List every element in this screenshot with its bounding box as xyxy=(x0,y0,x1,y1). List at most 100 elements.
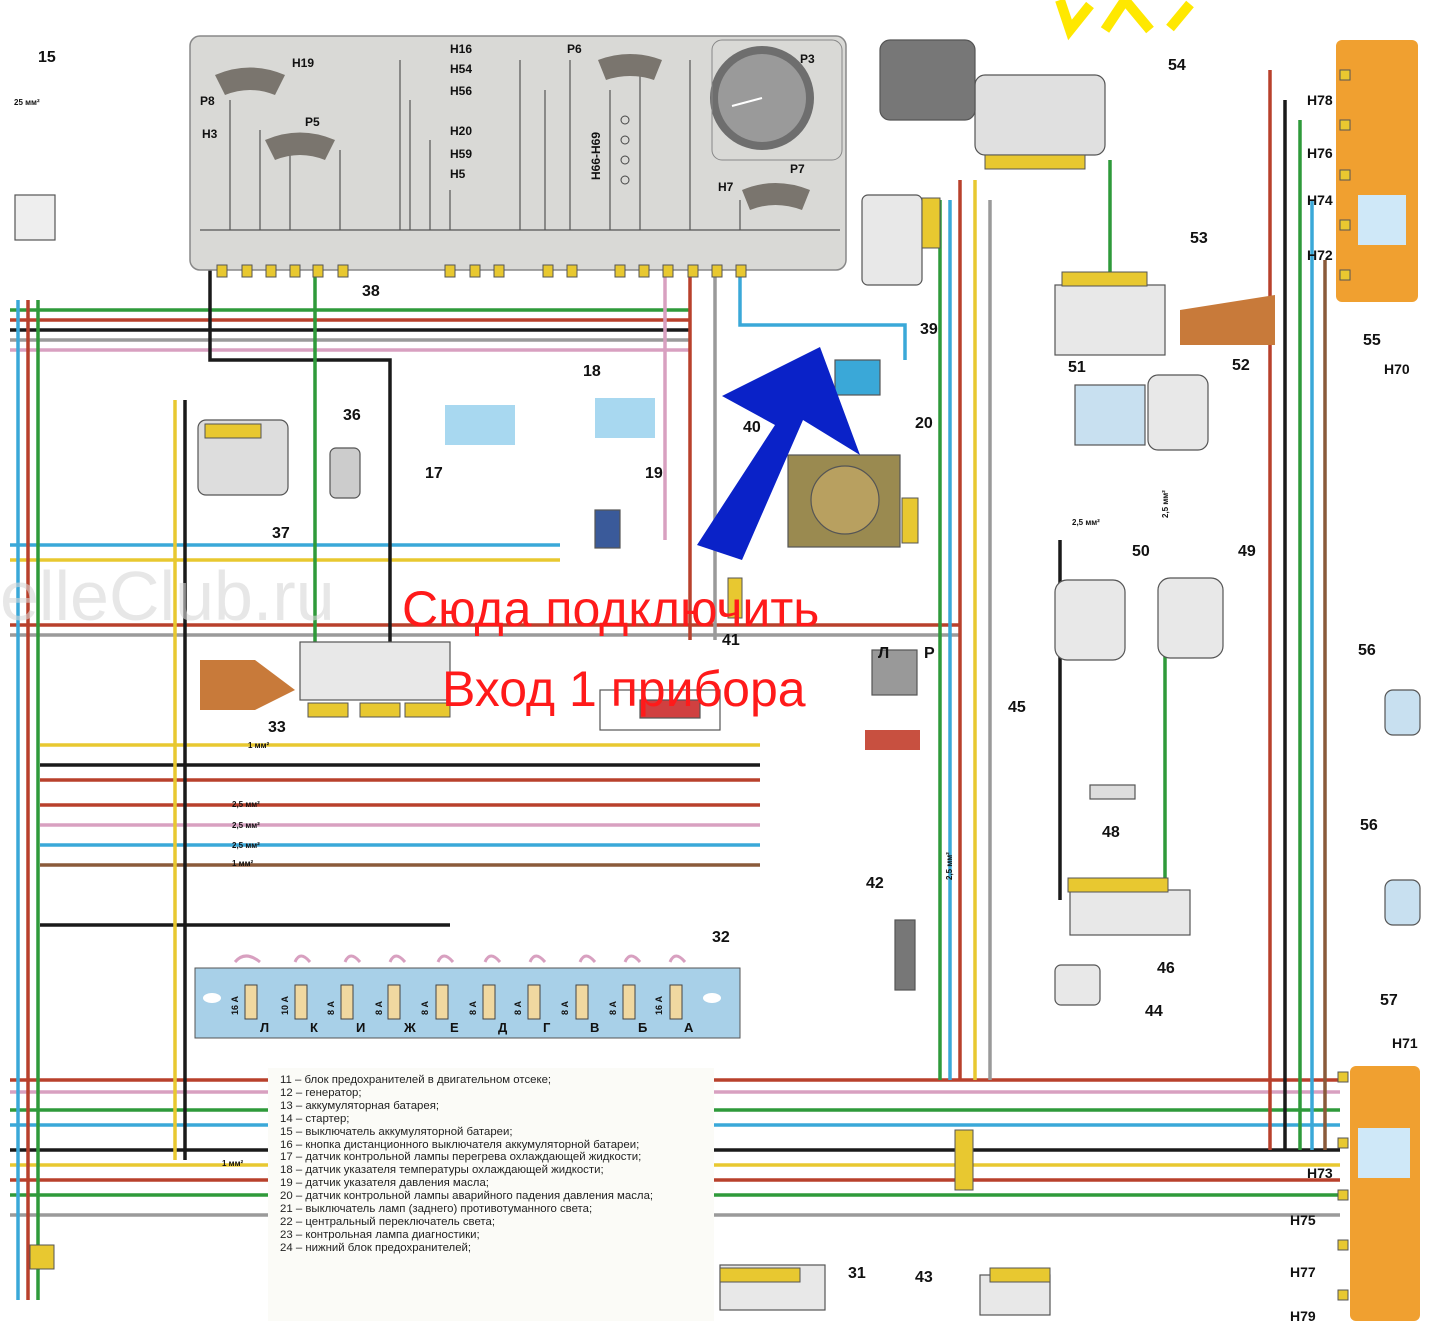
wire-size-label-3: 2,5 мм² xyxy=(232,821,260,830)
component-label-51: 51 xyxy=(1068,359,1086,376)
lamp-label-h79: H79 xyxy=(1290,1308,1316,1321)
wire-size-label-6: 1 мм² xyxy=(222,1159,244,1168)
watermark: elleClub.ru xyxy=(0,557,335,635)
legend-item: 17 – датчик контрольной лампы перегрева … xyxy=(280,1151,642,1164)
component-label-37: 37 xyxy=(272,525,290,542)
component-label-53: 53 xyxy=(1190,230,1208,247)
component-label-52: 52 xyxy=(1232,357,1250,374)
legend-item: 16 – кнопка дистанционного выключателя а… xyxy=(280,1138,640,1151)
component-label-55: 55 xyxy=(1363,332,1381,349)
fuse-letter-1: К xyxy=(310,1020,318,1035)
component-label-36: 36 xyxy=(343,407,361,424)
component-label-39: 39 xyxy=(920,321,938,338)
legend-item: 11 – блок предохранителей в двигательном… xyxy=(280,1074,552,1086)
wire-size-label-1: 1 мм² xyxy=(248,741,270,750)
annotation-arrow xyxy=(697,347,860,560)
component-label-48: 48 xyxy=(1102,824,1120,841)
fuse-letter-8: Б xyxy=(638,1020,647,1035)
legend-item: 18 – датчик указателя температуры охлажд… xyxy=(280,1164,604,1177)
cluster-label-p3: P3 xyxy=(800,52,815,66)
cluster-label-p7: P7 xyxy=(790,162,805,176)
legend: 11 – блок предохранителей в двигательном… xyxy=(268,1068,714,1321)
yellow-mark xyxy=(1055,0,1194,41)
component-labels: 1517181920313233363739404142434445464849… xyxy=(14,42,1418,1321)
fuse-rating-6: 8 А xyxy=(513,1000,523,1015)
component-label-56: 56 xyxy=(1358,642,1376,659)
component-label-57: 57 xyxy=(1380,992,1398,1009)
instrument-cluster xyxy=(189,35,847,278)
component-label-20: 20 xyxy=(915,415,933,432)
component-label-44: 44 xyxy=(1145,1003,1163,1020)
cluster-label-p5: P5 xyxy=(305,115,320,129)
wire-size-label-0: 25 мм² xyxy=(14,98,40,107)
wire-size-label-4: 2,5 мм² xyxy=(232,841,260,850)
fuse-box xyxy=(194,954,741,1039)
wire-size-label-2: 2,5 мм² xyxy=(232,800,260,809)
wire-size-label-7: 2,5 мм² xyxy=(1072,518,1100,527)
component-label-56-lower: 56 xyxy=(1360,817,1378,834)
lamp-label-h73: H73 xyxy=(1307,1165,1333,1181)
cluster-label-h16: H16 xyxy=(450,42,472,56)
fuse-rating-9: 16 А xyxy=(654,995,664,1015)
cluster-label-h59: H59 xyxy=(450,147,472,161)
component-label-33: 33 xyxy=(268,719,286,736)
wire-size-label-5: 1 мм² xyxy=(232,859,254,868)
fuse-letter-6: Г xyxy=(543,1020,551,1035)
fuse-letter-9: А xyxy=(684,1020,694,1035)
fuse-letter-2: И xyxy=(356,1020,365,1035)
component-label-43: 43 xyxy=(915,1269,933,1286)
lamp-label-h77: H77 xyxy=(1290,1264,1316,1280)
cluster-label-h66-h69: H66-H69 xyxy=(589,132,603,180)
wire-verticals xyxy=(16,70,1327,1300)
switch-mark-left: Л xyxy=(878,645,889,662)
fuse-rating-5: 8 А xyxy=(468,1000,478,1015)
legend-item: 22 – центральный переключатель света; xyxy=(280,1215,496,1228)
cluster-label-h19: H19 xyxy=(292,56,314,70)
cluster-label-p8: P8 xyxy=(200,94,215,108)
fuse-rating-0: 16 А xyxy=(230,995,240,1015)
legend-item: 19 – датчик указателя давления масла; xyxy=(280,1177,489,1190)
fuse-rating-2: 8 А xyxy=(326,1000,336,1015)
cluster-label-h54: H54 xyxy=(450,62,472,76)
legend-item: 13 – аккумуляторная батарея; xyxy=(280,1099,440,1112)
lamp-label-h70: H70 xyxy=(1384,361,1410,377)
component-label-19: 19 xyxy=(645,465,663,482)
component-label-45: 45 xyxy=(1008,699,1026,716)
fuse-letter-7: В xyxy=(590,1020,599,1035)
components-bodies xyxy=(14,39,1421,1316)
fuse-rating-4: 8 А xyxy=(420,1000,430,1015)
legend-item: 14 – стартер; xyxy=(280,1112,350,1125)
lamp-label-h72: H72 xyxy=(1307,247,1333,263)
wire-size-label-8: 2,5 мм² xyxy=(1161,490,1170,518)
component-label-46: 46 xyxy=(1157,960,1175,977)
lamp-label-h71: H71 xyxy=(1392,1035,1418,1051)
lamp-label-h78: H78 xyxy=(1307,92,1333,108)
lamp-label-h75: H75 xyxy=(1290,1212,1316,1228)
annotation-line-1: Сюда подключить xyxy=(402,581,820,637)
legend-item: 21 – выключатель ламп (заднего) противот… xyxy=(280,1203,593,1216)
component-label-15: 15 xyxy=(38,49,56,66)
fuse-letter-5: Д xyxy=(498,1020,508,1035)
legend-item: 20 – датчик контрольной лампы аварийного… xyxy=(280,1190,654,1203)
component-label-31: 31 xyxy=(848,1265,866,1282)
fuse-rating-7: 8 А xyxy=(560,1000,570,1015)
wire-bundles xyxy=(10,308,1340,1217)
component-label-40: 40 xyxy=(743,419,761,436)
component-label-49: 49 xyxy=(1238,543,1256,560)
component-label-42: 42 xyxy=(866,875,884,892)
cluster-label-h20: H20 xyxy=(450,124,472,138)
cluster-label-h7: H7 xyxy=(718,180,734,194)
annotation-line-2: Вход 1 прибора xyxy=(442,661,806,717)
legend-item: 23 – контрольная лампа диагностики; xyxy=(280,1228,480,1241)
cluster-label-p6: P6 xyxy=(567,42,582,56)
wire-size-label-9: 2,5 мм² xyxy=(945,852,954,880)
fuse-rating-8: 8 А xyxy=(608,1000,618,1015)
fuse-letter-3: Ж xyxy=(403,1020,416,1035)
switch-mark-right: Р xyxy=(924,645,935,662)
connector-blocks xyxy=(29,69,1351,1301)
component-label-18: 18 xyxy=(583,363,601,380)
component-label-41: 41 xyxy=(722,632,740,649)
component-label-54: 54 xyxy=(1168,57,1186,74)
